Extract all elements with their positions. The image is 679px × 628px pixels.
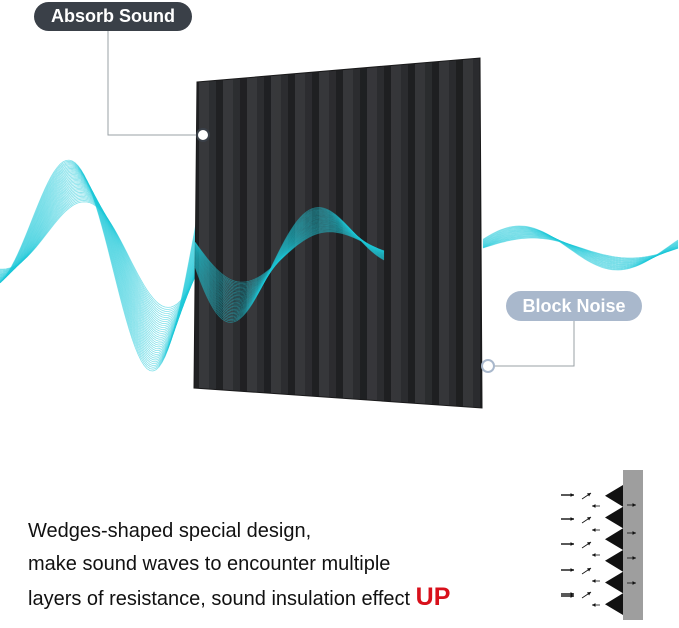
diagram-arrows [561,492,636,607]
absorb-callout-dot [196,128,210,142]
wave-line [0,201,199,308]
wave-line [0,169,199,357]
arrow-head [587,493,591,497]
wave-line [0,159,199,372]
arrow-head [587,542,591,546]
arrow-head [570,594,574,598]
incoming-sound-wave [0,159,199,372]
description-line-1: Wedges-shaped special design, [28,520,312,542]
description-line-2: make sound waves to encounter multiple [28,553,391,575]
arrow-head [592,579,596,583]
block-callout-dot [481,359,495,373]
arrow-head [570,568,574,572]
foam-wedges [605,485,623,615]
arrow-head [632,556,636,560]
arrow-head [632,531,636,535]
block-noise-label: Block Noise [506,291,642,321]
absorb-sound-label: Absorb Sound [34,2,192,31]
arrow-head [587,592,591,596]
arrow-head [632,503,636,507]
arrow-head [570,542,574,546]
wall-block [623,470,643,620]
arrow-head [587,568,591,572]
absorb-callout-line [107,31,196,136]
arrow-head [632,581,636,585]
wave-line [0,171,199,354]
up-highlight: UP [415,583,451,611]
wave-line [194,207,385,323]
wave-line [0,176,199,346]
arrow-head [592,504,596,508]
wedge-cross-section-diagram [561,470,643,620]
description-line-3-text: layers of resistance, sound insulation e… [28,588,416,610]
arrow-head [587,517,591,521]
block-callout-line [494,321,575,367]
wave-line [482,225,679,271]
description-line-3: layers of resistance, sound insulation e… [28,581,548,616]
arrow-head [592,603,596,607]
wave-line [0,170,199,355]
arrow-head [592,553,596,557]
outgoing-sound-wave [482,225,679,271]
feature-description: Wedges-shaped special design, make sound… [28,515,548,616]
wave-line [0,177,199,344]
arrow-head [570,517,574,521]
arrow-head [570,493,574,497]
attenuated-sound-wave [194,207,385,323]
arrow-head [592,528,596,532]
